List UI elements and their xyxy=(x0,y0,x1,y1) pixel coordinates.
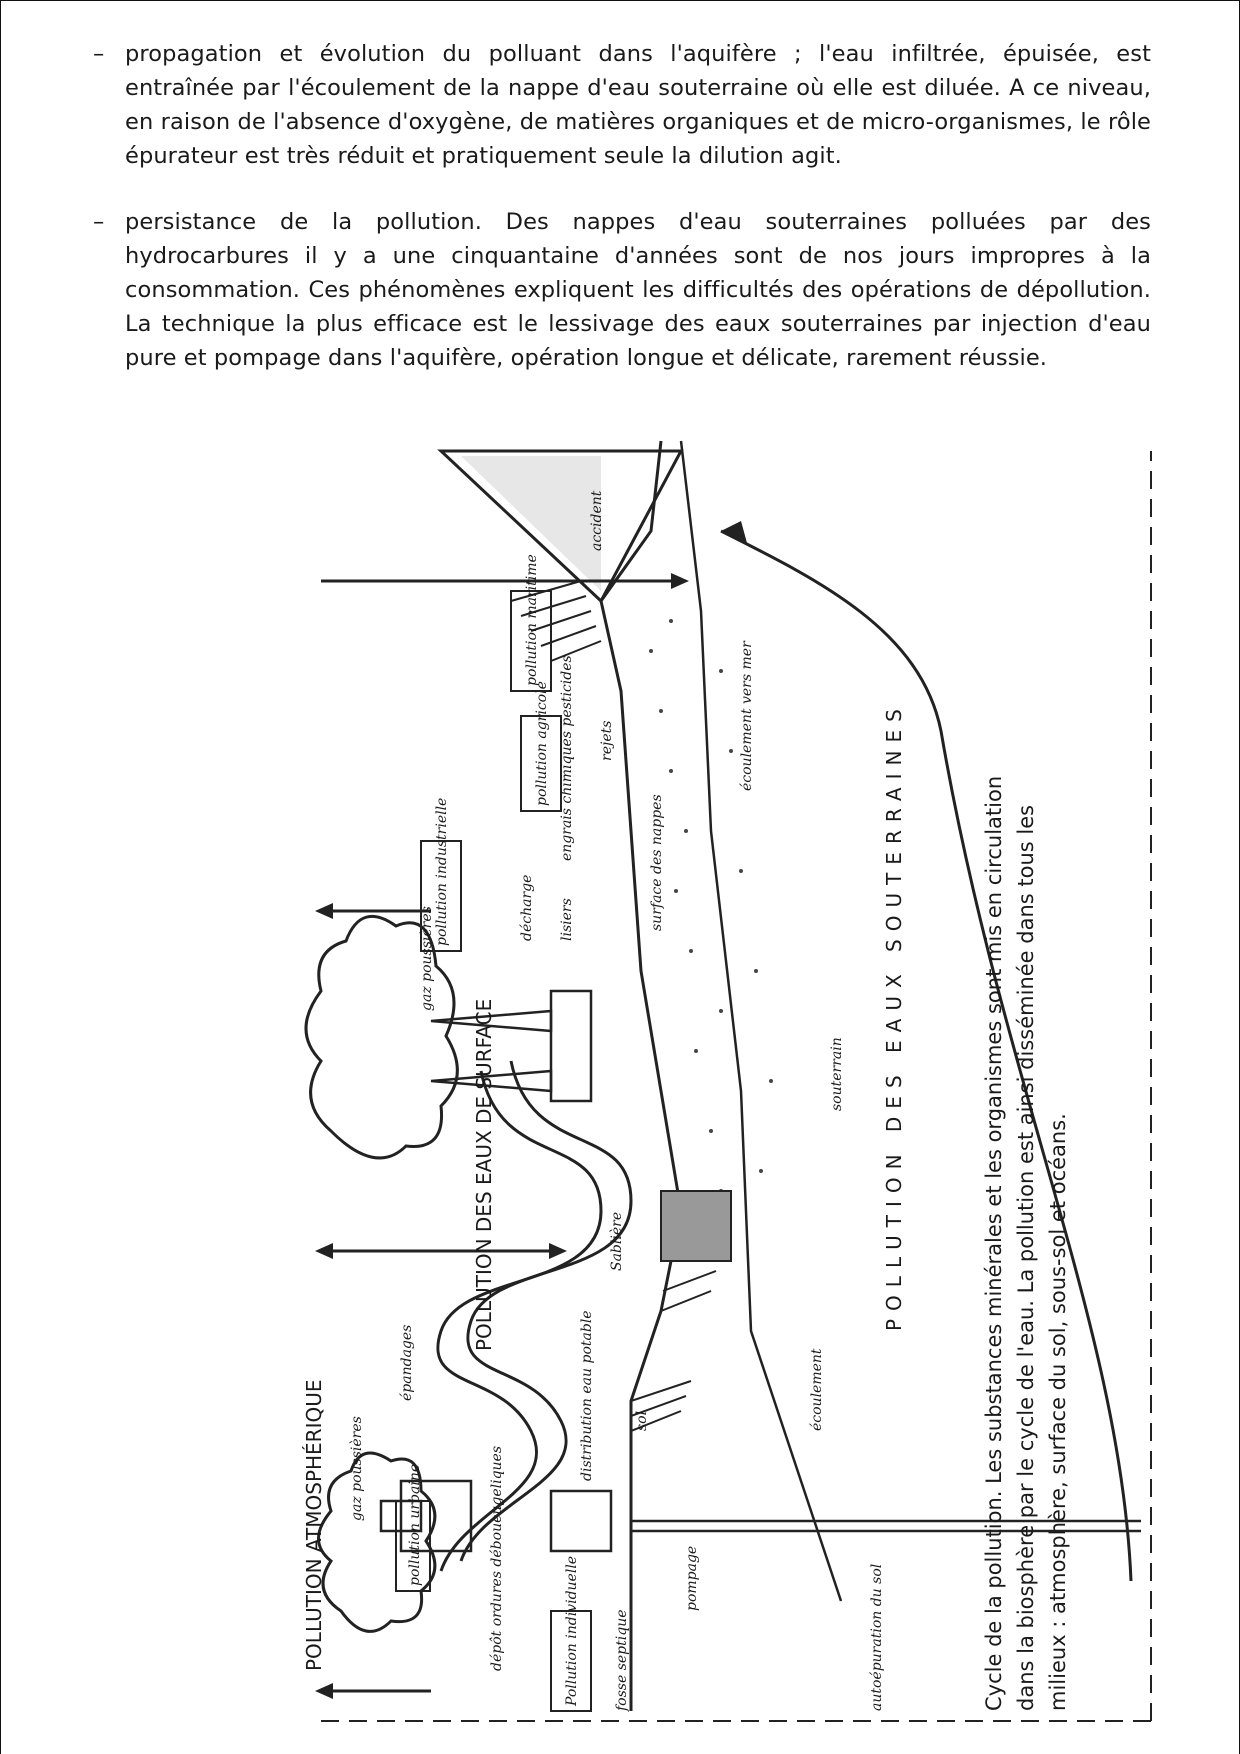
label-sabliere: Sablière xyxy=(609,1212,625,1271)
bullet-dash: – xyxy=(93,209,105,235)
label-gaz2: gaz poussières xyxy=(419,906,435,1011)
box-agricole: pollution agricole xyxy=(534,681,550,806)
paragraph-text: persistance de la pollution. Des nappes … xyxy=(125,209,1151,371)
caption-line-3: milieux : atmosphère, surface du sol, so… xyxy=(1046,1113,1070,1711)
label-engrais: engrais chimiques pesticides xyxy=(559,655,575,861)
label-epandages: épandages xyxy=(399,1325,415,1401)
bullet-dash: – xyxy=(93,41,105,67)
label-souterrain: souterrain xyxy=(829,1037,845,1111)
zone-atmo-label: POLLUTION ATMOSPHÉRIQUE xyxy=(302,1380,326,1672)
paragraph-persistance: – persistance de la pollution. Des nappe… xyxy=(93,205,1151,375)
box-maritime: pollution maritime xyxy=(524,554,540,686)
paragraph-propagation: – propagation et évolution du polluant d… xyxy=(93,37,1151,173)
caption-line-2: dans la biosphère par le cycle de l'eau.… xyxy=(1014,805,1038,1711)
zone-surface-label: POLLUTION DES EAUX DE SURFACE xyxy=(472,999,496,1351)
zone-sout-label: POLLUTION DES EAUX SOUTERRAINES xyxy=(882,701,906,1331)
caption-line-1: Cycle de la pollution. Les substances mi… xyxy=(982,776,1006,1711)
label-sol: sol xyxy=(634,1411,650,1431)
label-gaz1: gaz poussières xyxy=(349,1416,365,1521)
label-depot: dépôt ordures déboueugeliques xyxy=(489,1446,505,1671)
box-individuelle: Pollution individuelle xyxy=(564,1556,580,1707)
label-surface-nappes: surface des nappes xyxy=(649,794,665,931)
box-industrielle: pollution industrielle xyxy=(434,798,450,946)
label-ecoulement: écoulement xyxy=(809,1348,825,1431)
paragraph-text: propagation et évolution du polluant dan… xyxy=(125,41,1151,169)
pollution-cycle-diagram: POLLUTION ATMOSPHÉRIQUE POLLUTION DES EA… xyxy=(302,440,1152,1722)
label-fosse: fosse septique xyxy=(614,1609,630,1712)
label-accident: accident xyxy=(589,490,605,551)
label-rejets: rejets xyxy=(599,721,615,761)
label-pompage: pompage xyxy=(684,1546,700,1611)
box-urbaine: pollution urbaine xyxy=(407,1464,423,1586)
label-ecoulement-mer: écoulement vers mer xyxy=(739,640,755,791)
label-autoepuration: autoépuration du sol xyxy=(869,1564,885,1711)
label-lisiers: lisiers xyxy=(559,898,575,941)
label-distribution: distribution eau potable xyxy=(579,1310,595,1481)
label-decharge: décharge xyxy=(519,875,535,941)
pollution-cycle-figure: POLLUTION ATMOSPHÉRIQUE POLLUTION DES EA… xyxy=(301,431,1171,1731)
